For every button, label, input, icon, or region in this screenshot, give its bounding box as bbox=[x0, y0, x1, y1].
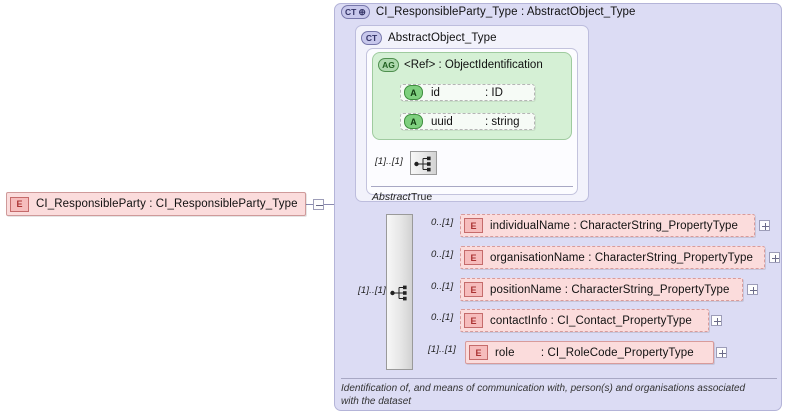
element-label: individualName : CharacterString_Propert… bbox=[490, 219, 739, 232]
child-cardinality: 0..[1] bbox=[431, 217, 454, 228]
complextype-header[interactable]: CT⊕ CI_ResponsibleParty_Type : AbstractO… bbox=[341, 5, 636, 19]
sequence-icon[interactable] bbox=[386, 214, 413, 370]
attribute-icon: A bbox=[404, 114, 423, 129]
element-row-individualname[interactable]: E individualName : CharacterString_Prope… bbox=[460, 214, 755, 237]
expand-toggle[interactable] bbox=[759, 220, 770, 231]
annotation-text: Identification of, and means of communic… bbox=[341, 383, 746, 407]
element-label: positionName : CharacterString_PropertyT… bbox=[490, 283, 730, 296]
attribute-row[interactable]: A id : ID bbox=[400, 84, 535, 101]
expand-toggle[interactable] bbox=[769, 252, 780, 263]
root-element-box[interactable]: E CI_ResponsibleParty : CI_ResponsiblePa… bbox=[6, 192, 306, 216]
element-row-positionname[interactable]: E positionName : CharacterString_Propert… bbox=[460, 278, 743, 301]
sequence-icon[interactable] bbox=[410, 151, 437, 175]
element-icon: E bbox=[464, 282, 483, 297]
sequence-glyph bbox=[390, 285, 407, 301]
attributegroup-icon[interactable]: AG bbox=[378, 58, 399, 72]
basetype-sequence-cardinality: [1]..[1] bbox=[375, 156, 404, 167]
expand-toggle[interactable] bbox=[747, 284, 758, 295]
root-element-label: CI_ResponsibleParty : CI_ResponsiblePart… bbox=[36, 198, 298, 210]
element-row-role[interactable]: E role : CI_RoleCode_PropertyType bbox=[465, 341, 714, 364]
element-label: organisationName : CharacterString_Prope… bbox=[490, 251, 753, 264]
abstract-separator bbox=[371, 186, 573, 187]
element-icon: E bbox=[464, 313, 483, 328]
element-icon: E bbox=[464, 250, 483, 265]
child-cardinality: 0..[1] bbox=[431, 281, 454, 292]
attribute-type: : ID bbox=[485, 86, 503, 99]
attribute-name: uuid bbox=[431, 115, 453, 128]
element-icon: E bbox=[469, 345, 488, 360]
basetype-title: AbstractObject_Type bbox=[388, 32, 497, 44]
element-row-organisationname[interactable]: E organisationName : CharacterString_Pro… bbox=[460, 246, 765, 269]
basetype-header[interactable]: CT AbstractObject_Type bbox=[361, 31, 497, 45]
complextype-icon[interactable]: CT bbox=[361, 31, 382, 45]
connector-line bbox=[305, 204, 313, 205]
abstract-label: Abstract bbox=[372, 191, 411, 203]
child-cardinality: 0..[1] bbox=[431, 312, 454, 323]
expand-toggle[interactable] bbox=[716, 347, 727, 358]
attribute-row[interactable]: A uuid : string bbox=[400, 113, 535, 130]
attribute-icon: A bbox=[404, 85, 423, 100]
expand-toggle[interactable] bbox=[711, 315, 722, 326]
complextype-icon[interactable]: CT⊕ bbox=[341, 5, 370, 19]
complextype-title: CI_ResponsibleParty_Type : AbstractObjec… bbox=[375, 6, 636, 18]
child-cardinality: [1]..[1] bbox=[428, 344, 457, 355]
attributegroup-title: <Ref> : ObjectIdentification bbox=[404, 59, 543, 71]
element-label: contactInfo : CI_Contact_PropertyType bbox=[490, 314, 692, 327]
abstract-value: True bbox=[411, 191, 433, 203]
root-collapse-toggle[interactable] bbox=[313, 199, 324, 210]
sequence-glyph bbox=[414, 156, 431, 172]
element-row-contactinfo[interactable]: E contactInfo : CI_Contact_PropertyType bbox=[460, 309, 709, 332]
child-cardinality: 0..[1] bbox=[431, 249, 454, 260]
attribute-type: : string bbox=[485, 115, 520, 128]
element-icon: E bbox=[464, 218, 483, 233]
attribute-name: id bbox=[431, 86, 440, 99]
element-label: role : CI_RoleCode_PropertyType bbox=[495, 346, 694, 359]
element-icon: E bbox=[10, 196, 29, 212]
main-sequence-cardinality: [1]..[1] bbox=[358, 285, 387, 296]
annotation-separator bbox=[341, 378, 777, 379]
